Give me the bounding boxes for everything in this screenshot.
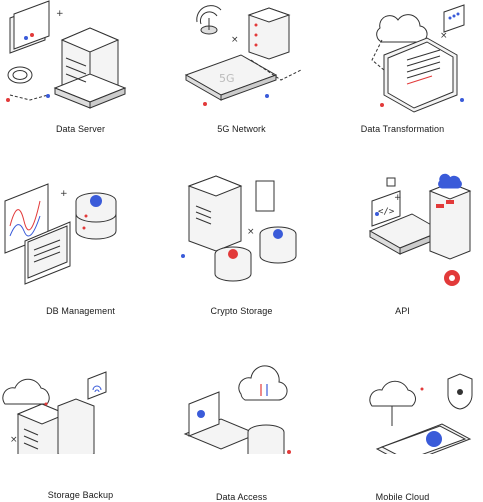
5g-badge: 5G (219, 72, 235, 85)
svg-text:×: × (247, 227, 255, 237)
svg-text:×: × (231, 35, 239, 45)
tile-db-management: + DB Management (0, 166, 161, 332)
caption-5g-network: 5G Network (217, 124, 266, 134)
crypto-storage-icon: × (181, 175, 297, 282)
svg-text:+: + (60, 189, 68, 199)
svg-text:×: × (10, 435, 18, 445)
data-server-icon: + (6, 0, 127, 109)
caption-storage-backup: Storage Backup (47, 490, 114, 500)
data-transformation-icon: × (371, 4, 465, 113)
svg-text:+: + (56, 9, 64, 19)
caption-data-transformation: Data Transformation (360, 124, 445, 134)
tile-crypto-storage: × Crypto Storage (161, 166, 322, 332)
api-icon: </> + (368, 173, 472, 286)
data-access-icon (183, 365, 291, 454)
5g-network-icon: 5G × (184, 5, 302, 106)
svg-text:+: + (394, 193, 402, 203)
tile-mobile-cloud: × Mobile Cloud (322, 334, 483, 502)
tile-api: </> + API (322, 166, 483, 332)
tile-data-server: + Data Server (0, 0, 161, 166)
svg-text:×: × (440, 31, 448, 41)
tile-data-access: Data Access (161, 334, 322, 502)
tile-5g-network: 5G × 5G Network (161, 0, 322, 166)
caption-crypto-storage: Crypto Storage (210, 306, 273, 316)
db-management-icon: + (4, 183, 117, 285)
api-code-badge: </> (378, 207, 395, 217)
tile-storage-backup: × Storage Backup (0, 334, 161, 500)
storage-backup-icon: × (2, 371, 107, 454)
caption-data-server: Data Server (55, 124, 106, 134)
mobile-cloud-icon: × (369, 373, 473, 454)
caption-api: API (395, 306, 410, 316)
caption-mobile-cloud: Mobile Cloud (375, 492, 430, 502)
caption-db-management: DB Management (46, 306, 115, 316)
caption-data-access: Data Access (215, 492, 268, 502)
tile-data-transformation: × Data Transformation (322, 0, 483, 166)
